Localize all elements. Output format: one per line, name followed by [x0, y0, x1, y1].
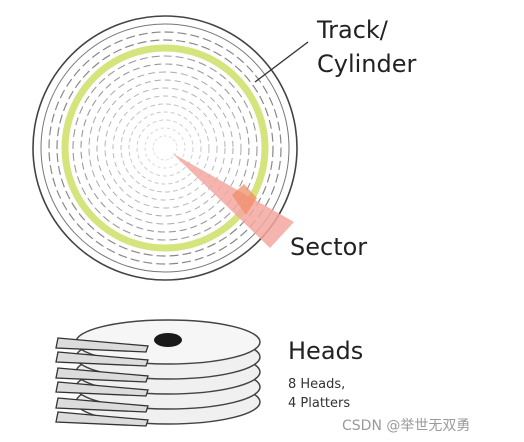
- platter-top-view: [32, 15, 298, 281]
- track-ring: [120, 103, 210, 193]
- sector-track-overlap: [232, 184, 257, 215]
- head-arm: [55, 351, 149, 367]
- track-ring: [80, 63, 250, 233]
- track-ring: [152, 135, 178, 161]
- track-ring: [112, 95, 218, 201]
- head-arm: [55, 411, 149, 427]
- sector-wedge: [172, 153, 294, 248]
- track-ring: [96, 79, 234, 217]
- cylinder-label: Cylinder: [317, 50, 417, 78]
- track-ring: [144, 127, 186, 169]
- track-ring: [48, 31, 282, 265]
- track-pointer-line: [254, 41, 309, 83]
- spindle: [154, 333, 182, 347]
- platter-stack: [75, 319, 261, 425]
- track-ring: [128, 111, 202, 185]
- track-highlight: [61, 44, 269, 252]
- platter-outer-edge: [32, 15, 298, 281]
- track-ring: [56, 39, 274, 257]
- track-ring: [40, 23, 290, 273]
- head-arms: [55, 337, 149, 427]
- track-ring: [104, 87, 226, 209]
- head-arm: [55, 337, 149, 353]
- track-ring: [72, 55, 258, 241]
- heads-label: Heads: [288, 337, 363, 365]
- head-arm: [55, 367, 149, 383]
- track-label: Track/: [316, 16, 389, 44]
- track-ring: [136, 119, 194, 177]
- watermark-text: CSDN @举世无双勇: [342, 418, 470, 434]
- heads-count-label: 8 Heads,: [288, 377, 345, 392]
- head-arm: [55, 397, 149, 413]
- head-arm: [55, 381, 149, 397]
- sector-label: Sector: [290, 233, 367, 261]
- platters-count-label: 4 Platters: [288, 396, 350, 411]
- track-ring: [88, 71, 242, 225]
